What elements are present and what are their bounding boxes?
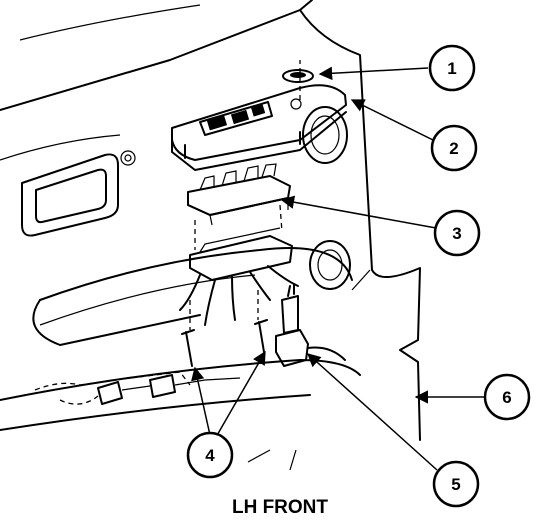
callout-2: 2 [430,124,478,172]
callout-1-number: 1 [447,59,456,78]
power-window-switch [187,163,291,226]
latch-linkage [34,371,241,405]
callout-6: 6 [483,373,531,421]
courtesy-lamp-switch [275,283,346,367]
door-panel [0,0,421,471]
mounting-screws [181,290,268,367]
diagram-caption: LH FRONT [232,497,328,518]
callout-5: 5 [432,460,480,508]
callout-3: 3 [433,209,481,257]
callout-4: 4 [186,431,234,479]
screw-cover-cap [282,69,314,83]
callout-3-number: 3 [452,224,461,243]
door-mount-bosses [302,106,351,290]
switch-bezel [171,84,347,171]
wiring-connector [179,60,301,326]
callout-6-number: 6 [502,388,511,407]
callout-4-number: 4 [205,446,215,465]
callout-2-number: 2 [449,139,458,158]
callout-5-number: 5 [451,475,460,494]
door-pull-cup [21,150,136,237]
callout-1: 1 [428,44,476,92]
